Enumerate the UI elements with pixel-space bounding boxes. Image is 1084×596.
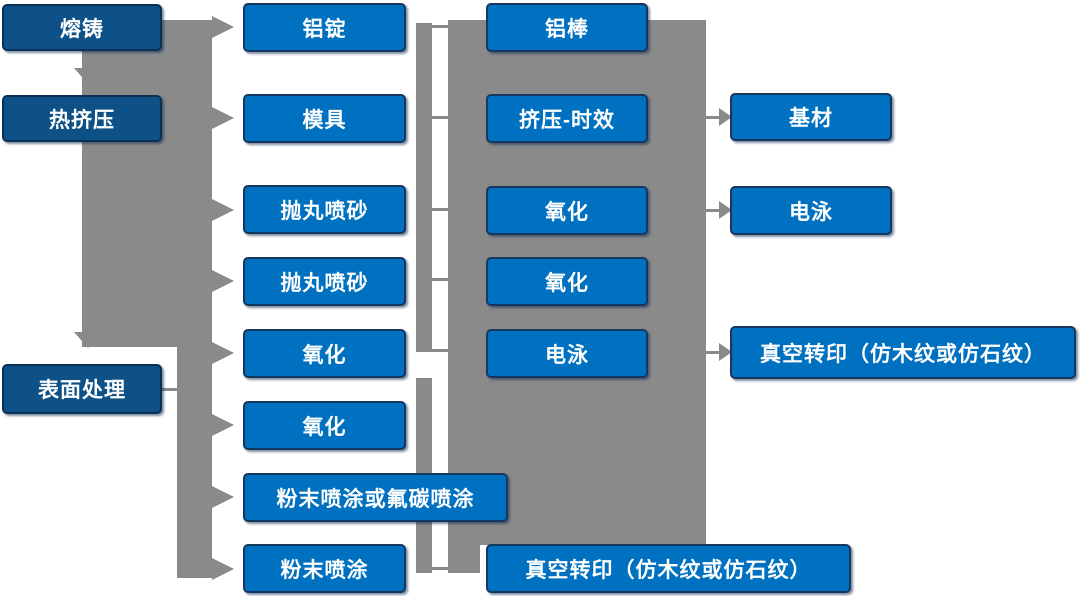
node-surface-treatment: 表面处理 [2,364,162,414]
node-label: 氧化 [545,271,589,295]
node-label: 模具 [302,108,347,132]
node-label: 电泳 [789,200,833,224]
arrow-right-to-shot-blasting-1-icon [212,199,234,221]
node-oxidation-a: 氧化 [243,329,406,378]
node-extrusion-aging: 挤压-时效 [486,94,648,143]
node-label: 抛丸喷砂 [280,199,369,223]
arrow-right-to-powder-fluorocarbon-icon [212,486,234,508]
connector-line-to-electrophoresis [706,209,720,212]
node-aluminum-rod: 铝棒 [486,3,648,52]
node-label: 真空转印（仿木纹或仿石纹） [525,558,812,582]
node-label: 熔铸 [60,17,104,41]
node-label: 抛丸喷砂 [280,271,369,295]
connector-left-lower-band [177,347,212,578]
node-melting-casting: 熔铸 [2,4,162,51]
connector-stub-row3 [432,208,448,211]
node-mold: 模具 [243,94,406,143]
node-label: 氧化 [302,343,347,367]
connector-stub-row2 [432,116,448,119]
arrow-down-to-surface-treatment-icon [74,332,102,348]
node-oxidation-b: 氧化 [243,401,406,450]
node-label: 热挤压 [49,108,115,132]
node-shot-blasting-2: 抛丸喷砂 [243,257,406,306]
node-shot-blasting-1: 抛丸喷砂 [243,185,406,234]
node-label: 粉末喷涂或氟碳喷涂 [276,487,475,511]
node-label: 铝锭 [302,17,347,41]
connector-stub-row4 [432,278,448,281]
connector-stub-bottom [432,567,448,570]
node-aluminum-ingot: 铝锭 [243,3,406,52]
node-label: 真空转印（仿木纹或仿石纹） [760,342,1046,366]
connector-stub-row1 [432,25,448,28]
node-label: 氧化 [545,200,589,224]
node-powder-coating: 粉末喷涂 [243,544,406,593]
arrow-right-to-shot-blasting-2-icon [212,270,234,292]
node-label: 表面处理 [38,379,126,402]
node-oxidation-d: 氧化 [486,257,648,306]
arrow-right-to-vacuum-transfer-icon [719,343,732,361]
arrow-down-to-hot-extrusion-icon [74,68,102,84]
node-label: 挤压-时效 [519,108,615,132]
arrow-right-to-base-material-icon [719,108,732,126]
node-base-material: 基材 [730,93,892,141]
connector-stub-row5 [432,349,448,352]
node-label: 电泳 [545,343,589,367]
node-label: 铝棒 [545,17,589,41]
node-label: 氧化 [302,415,347,439]
connector-line-to-vacuum-transfer [706,351,720,354]
node-hot-extrusion: 热挤压 [2,95,162,142]
arrow-right-to-oxidation-1-icon [212,342,234,364]
node-powder-or-fluorocarbon-coating: 粉末喷涂或氟碳喷涂 [243,473,508,522]
node-oxidation-c: 氧化 [486,186,648,235]
arrow-right-to-aluminum-ingot-icon [212,16,234,38]
arrow-right-to-powder-coating-icon [212,558,234,580]
node-label: 基材 [789,107,833,130]
node-label: 粉末喷涂 [280,558,369,582]
connector-center-block-tab [448,545,480,573]
arrow-right-to-mold-icon [212,107,234,129]
connector-middle-band-upper [416,23,432,352]
node-vacuum-transfer-bottom: 真空转印（仿木纹或仿石纹） [486,544,851,593]
node-vacuum-transfer-final: 真空转印（仿木纹或仿石纹） [730,326,1076,379]
arrow-right-to-electrophoresis-icon [719,201,732,219]
arrow-right-to-oxidation-2-icon [212,414,234,436]
connector-left-main-band [82,20,212,347]
connector-surface-treatment-stub [162,388,178,391]
node-electrophoresis-mid: 电泳 [486,329,648,378]
connector-line-to-base-material [706,116,720,119]
node-electrophoresis-final: 电泳 [730,186,892,235]
